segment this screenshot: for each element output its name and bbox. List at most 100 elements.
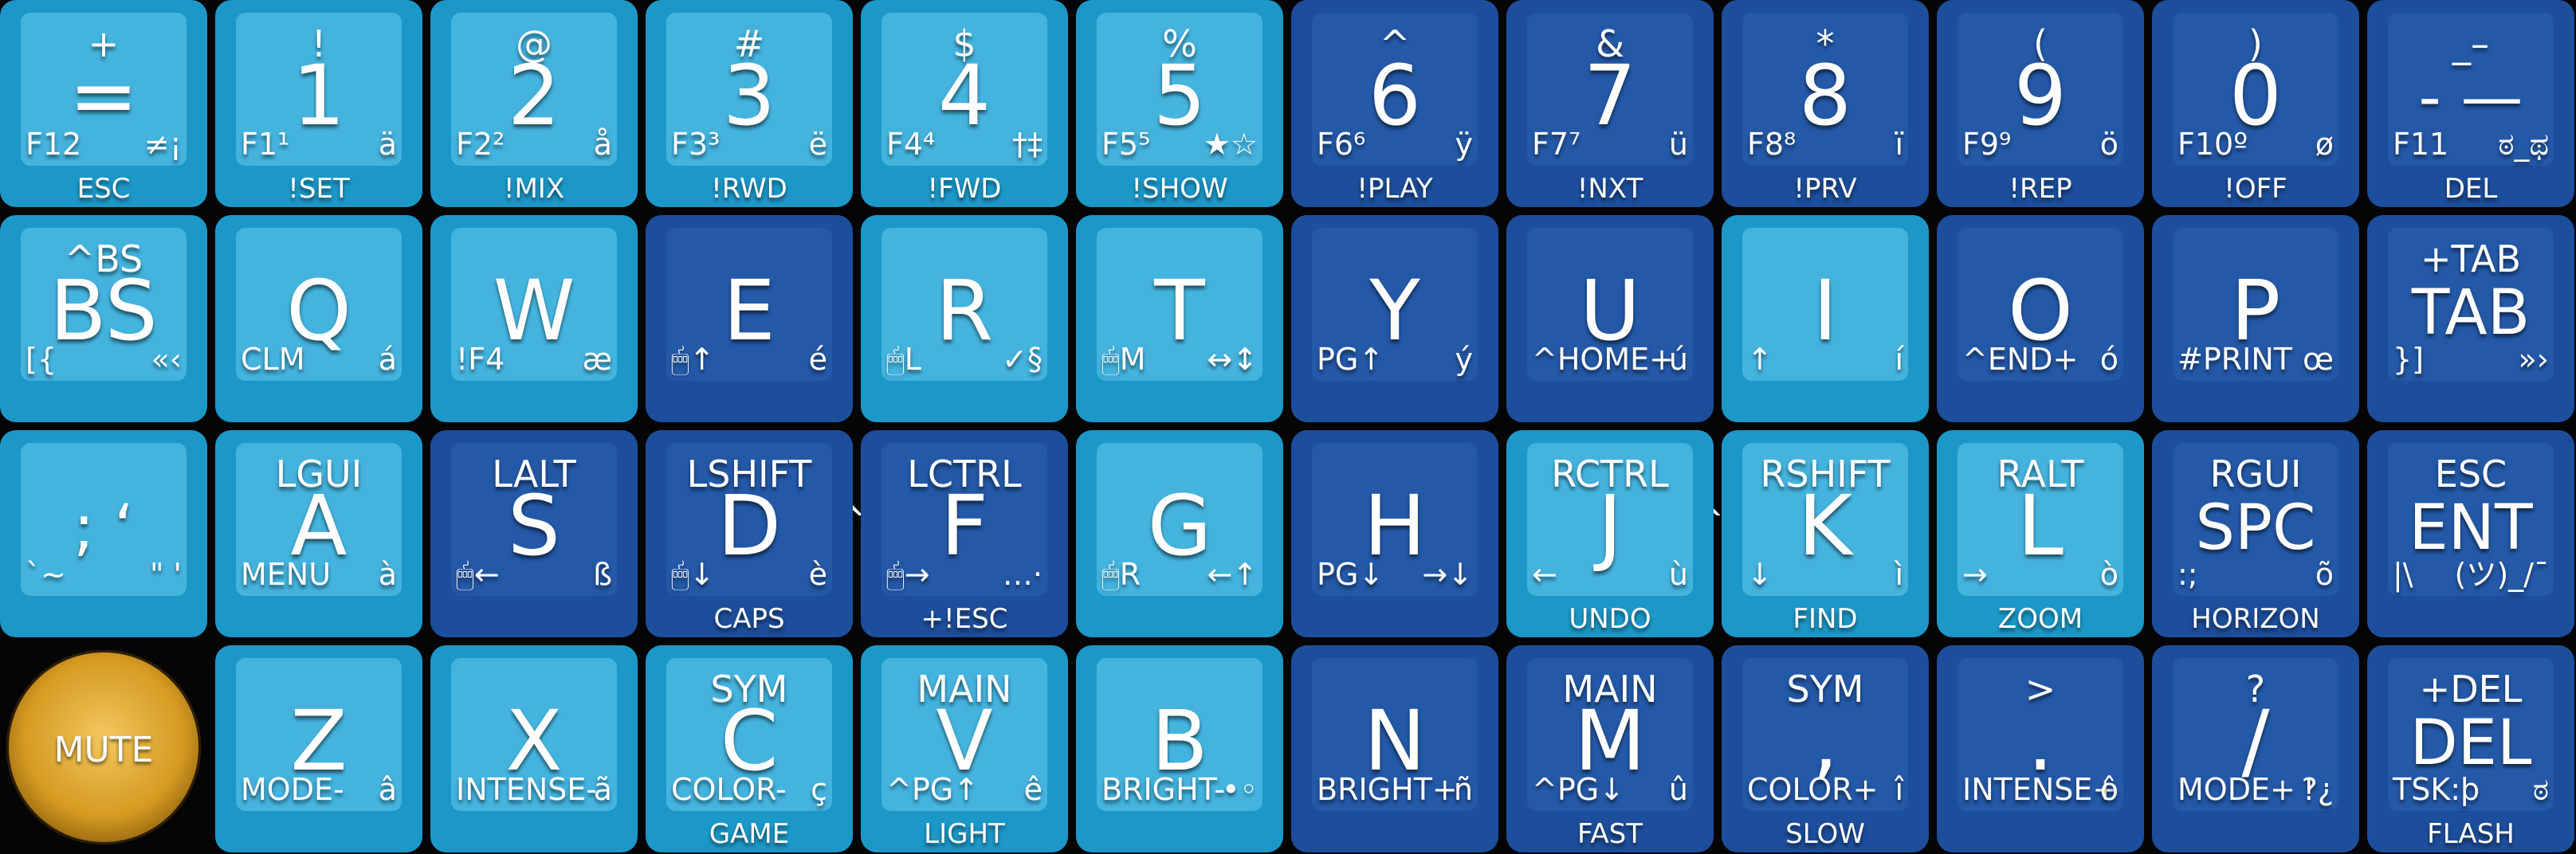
key-2-5[interactable]: G🖱R←↑	[1076, 430, 1283, 637]
key-top-legend: &	[1596, 22, 1624, 65]
key-2-0[interactable]: ; ‘`~" '	[0, 430, 207, 637]
key-face	[451, 443, 617, 596]
key-bottom-left-legend: F7⁷	[1532, 127, 1581, 162]
key-top-legend: MAIN	[1562, 668, 1658, 711]
key-bottom-left-legend: F10º	[2177, 127, 2248, 162]
mute-knob[interactable]: MUTE	[6, 650, 201, 844]
key-main-legend: E	[723, 262, 776, 359]
key-face	[236, 658, 402, 811]
key-top-legend: #	[733, 22, 765, 65]
key-main-legend: H	[1363, 477, 1427, 574]
key-face	[1097, 13, 1262, 166]
key-main-legend: J	[1597, 477, 1623, 574]
key-bottom-right-legend: ì	[1895, 557, 1903, 592]
key-main-legend: 5	[1153, 47, 1207, 144]
key-1-7[interactable]: U^HOME+ú	[1506, 215, 1714, 422]
key-top-legend: RCTRL	[1551, 452, 1669, 496]
key-bottom-right-legend: à	[378, 557, 397, 592]
key-main-legend: I	[1812, 262, 1838, 359]
key-main-legend: 9	[2013, 47, 2067, 144]
key-main-legend: K	[1797, 477, 1853, 574]
key-bottom-left-legend: ↓	[1747, 557, 1773, 592]
key-bottom-right-legend: ↔↕	[1207, 342, 1258, 377]
key-bottom-left-legend: ^PG↑	[886, 772, 980, 807]
key-1-5[interactable]: T🖱M↔↕	[1076, 215, 1283, 422]
key-face	[1958, 228, 2123, 381]
key-1-8[interactable]: I↑í	[1722, 215, 1929, 422]
key-bottom-left-legend: MENU	[241, 557, 332, 592]
key-bottom-left-legend: F3³	[671, 127, 721, 162]
key-bottom-right-legend: å	[593, 127, 612, 162]
key-bottom-right-legend: æ	[582, 342, 612, 377]
key-face	[21, 443, 187, 596]
key-face	[1527, 443, 1693, 596]
key-3-9[interactable]: >.INTENSE+ô	[1937, 645, 2144, 852]
key-face	[1312, 13, 1478, 166]
key-1-4[interactable]: R🖱L✓§	[861, 215, 1068, 422]
key-bottom-left-legend: ^END+	[1962, 342, 2079, 377]
key-bottom-right-legend: ô	[2099, 772, 2119, 807]
key-main-legend: 2	[507, 47, 561, 144]
key-bottom-right-legend: ú	[1668, 342, 1688, 377]
key-main-legend: W	[493, 262, 575, 359]
key-bottom-right-legend: »›	[2518, 342, 2549, 377]
key-main-legend: T	[1154, 262, 1205, 359]
key-0-0[interactable]: +=F12≠¡ESC	[0, 0, 207, 207]
key-below-label: !REP	[2009, 173, 2072, 205]
key-top-legend: LCTRL	[907, 452, 1022, 496]
key-face	[1958, 658, 2123, 811]
key-bottom-left-legend: F12	[26, 127, 82, 162]
key-top-legend: RALT	[1997, 452, 2084, 496]
key-bottom-right-legend: ‽¿	[2301, 772, 2334, 807]
key-main-legend: N	[1364, 692, 1426, 789]
key-bottom-right-legend: û	[1668, 772, 1688, 807]
key-bottom-right-legend: →↓	[1422, 557, 1473, 592]
key-bottom-left-legend: BRIGHT-	[1101, 772, 1226, 807]
key-main-legend: F	[940, 477, 988, 574]
key-bottom-right-legend: " '	[149, 557, 182, 592]
key-main-legend: S	[507, 477, 560, 574]
key-1-3[interactable]: E🖱↑é	[646, 215, 853, 422]
key-1-9[interactable]: O^END+ó	[1937, 215, 2144, 422]
key-face	[882, 443, 1047, 596]
key-3-10[interactable]: ?/MODE+‽¿	[2152, 645, 2359, 852]
key-top-legend: )	[2248, 22, 2263, 65]
